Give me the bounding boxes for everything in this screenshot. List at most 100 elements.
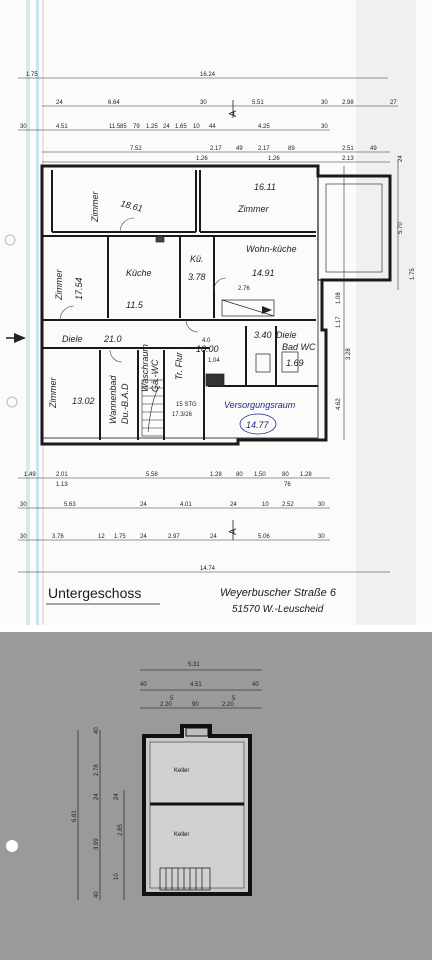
svg-text:24: 24	[163, 124, 170, 130]
svg-text:1.50: 1.50	[254, 472, 266, 478]
svg-text:30: 30	[200, 100, 207, 106]
svg-text:16.24: 16.24	[200, 72, 216, 78]
svg-text:7.52: 7.52	[130, 146, 142, 152]
basement-room-1: Keller	[174, 768, 189, 774]
svg-text:2.76: 2.76	[238, 286, 250, 292]
svg-text:10: 10	[114, 873, 120, 880]
inner-dims: 2.76 1.04 4.0 15 STG 17.3/26	[172, 286, 250, 418]
svg-text:90: 90	[192, 702, 199, 708]
svg-text:49: 49	[236, 146, 243, 152]
svg-text:5.70: 5.70	[398, 222, 404, 234]
svg-text:11.5: 11.5	[109, 124, 121, 130]
staircase	[141, 379, 165, 437]
svg-text:5.51: 5.51	[252, 100, 264, 106]
svg-text:2.98: 2.98	[342, 100, 354, 106]
svg-text:21.0: 21.0	[103, 334, 122, 344]
svg-text:3.40: 3.40	[254, 330, 272, 340]
area-circle	[239, 413, 277, 435]
svg-text:10: 10	[262, 502, 269, 508]
svg-text:Zimmer: Zimmer	[48, 377, 58, 409]
svg-text:5.31: 5.31	[188, 662, 200, 668]
svg-text:1.28: 1.28	[210, 472, 222, 478]
svg-text:Versorgungsraum: Versorgungsraum	[224, 400, 296, 410]
address-line1: Weyerbuscher Straße 6	[220, 587, 337, 599]
basement-dims-left: 40 2.78 24 3.99 2.85 24 40 10 6.81	[72, 727, 125, 900]
svg-text:15 STG: 15 STG	[176, 402, 197, 408]
page-separator	[0, 625, 432, 632]
bottom-total-dim: 14.74	[200, 566, 216, 572]
svg-text:10.00: 10.00	[196, 344, 219, 354]
svg-text:24: 24	[56, 100, 63, 106]
svg-text:2.20: 2.20	[222, 702, 234, 708]
basement-dims-top: 5.31 4.51 2.20 90 2.20 40 40 5 5	[140, 662, 262, 709]
top-dims-row5: 1.26 1.26 2.13	[196, 156, 354, 162]
svg-text:24: 24	[230, 502, 237, 508]
svg-text:24: 24	[140, 502, 147, 508]
svg-text:Zimmer: Zimmer	[237, 204, 269, 214]
svg-text:Du.-B.A.D: Du.-B.A.D	[120, 383, 130, 424]
svg-text:2.51: 2.51	[342, 146, 354, 152]
address-line2: 51570 W.-Leuscheid	[232, 604, 324, 615]
svg-text:2.97: 2.97	[168, 534, 180, 540]
svg-text:30: 30	[20, 534, 27, 540]
svg-text:24: 24	[398, 155, 404, 162]
right-dimension-lines	[343, 160, 399, 440]
svg-text:1.28: 1.28	[300, 472, 312, 478]
svg-text:5.06: 5.06	[258, 534, 270, 540]
svg-text:3.99: 3.99	[94, 838, 100, 850]
svg-text:2.85: 2.85	[118, 824, 124, 836]
svg-text:6.81: 6.81	[72, 810, 78, 822]
svg-text:27: 27	[390, 100, 397, 106]
binder-holes	[4, 234, 18, 408]
svg-text:Zimmer: Zimmer	[54, 269, 64, 301]
svg-text:24: 24	[210, 534, 217, 540]
svg-text:30: 30	[321, 124, 328, 130]
svg-text:Zimmer: Zimmer	[90, 191, 100, 223]
bottom-dimension-lines	[18, 477, 390, 573]
svg-text:30: 30	[321, 100, 328, 106]
svg-text:11.5: 11.5	[126, 300, 144, 310]
svg-text:30: 30	[20, 502, 27, 508]
svg-text:40: 40	[140, 682, 147, 688]
svg-text:3.28: 3.28	[346, 348, 352, 360]
svg-text:80: 80	[282, 472, 289, 478]
svg-text:1.04: 1.04	[208, 358, 220, 364]
svg-text:30: 30	[20, 124, 27, 130]
svg-text:Küche: Küche	[126, 268, 152, 278]
svg-text:4.51: 4.51	[56, 124, 68, 130]
svg-text:1.65: 1.65	[175, 124, 187, 130]
scan-streak	[36, 0, 39, 625]
svg-text:80: 80	[236, 472, 243, 478]
svg-text:16.11: 16.11	[254, 182, 276, 192]
svg-text:2.01: 2.01	[56, 472, 68, 478]
svg-text:2.13: 2.13	[342, 156, 354, 162]
scan-shade	[356, 0, 416, 625]
svg-text:10: 10	[193, 124, 200, 130]
svg-text:5.58: 5.58	[146, 472, 158, 478]
svg-text:Wohn-küche: Wohn-küche	[246, 244, 297, 254]
svg-text:12: 12	[98, 534, 105, 540]
basement-walls	[142, 724, 252, 896]
svg-text:Wannenbad: Wannenbad	[108, 375, 118, 424]
svg-text:4.01: 4.01	[180, 502, 192, 508]
top-dims-row2: 24 6.64 30 5.51 30 2.98 27	[56, 100, 397, 106]
svg-text:2.52: 2.52	[282, 502, 294, 508]
svg-text:2.17: 2.17	[258, 146, 270, 152]
scan-streak	[26, 0, 30, 625]
svg-text:76: 76	[284, 482, 291, 488]
exterior-walls	[40, 164, 392, 446]
top-dims-row1: 1.75 16.24	[26, 72, 216, 78]
svg-text:1.26: 1.26	[196, 156, 208, 162]
svg-text:1.08: 1.08	[336, 292, 342, 304]
bottom-dims-row2: 30 5.63 24 4.01 24 10 2.52 30	[20, 502, 325, 508]
svg-text:49: 49	[370, 146, 377, 152]
svg-text:4.25: 4.25	[258, 124, 270, 130]
svg-text:5.63: 5.63	[64, 502, 76, 508]
top-dimension-lines	[18, 77, 398, 163]
svg-text:13.02: 13.02	[72, 396, 95, 406]
svg-text:5: 5	[170, 696, 174, 702]
svg-text:Bad WC: Bad WC	[282, 342, 316, 352]
svg-text:1.75: 1.75	[114, 534, 126, 540]
